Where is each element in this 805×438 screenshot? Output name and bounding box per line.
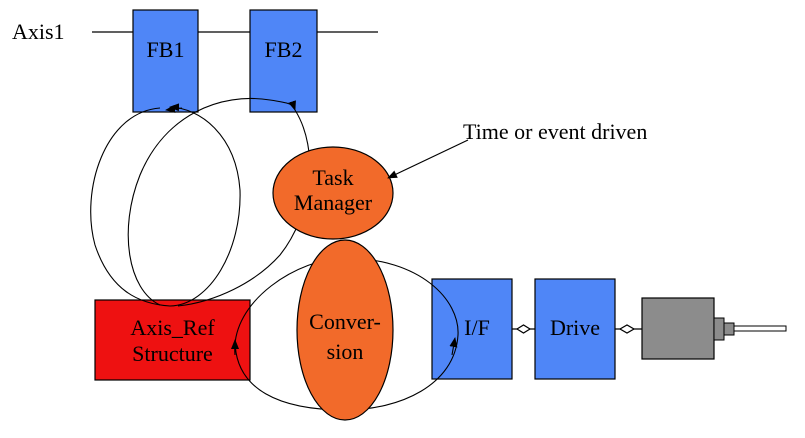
fb2-label: FB2 bbox=[264, 37, 303, 62]
axis-ref-block bbox=[94, 299, 251, 381]
conversion-loop bbox=[231, 257, 459, 411]
conversion-loop-arrow-if bbox=[449, 337, 458, 356]
axis-ref-label-line1: Axis_Ref bbox=[130, 315, 215, 340]
task-manager-label-line1: Task bbox=[312, 165, 354, 190]
annotation-label: Time or event driven bbox=[463, 119, 648, 144]
fb1-label: FB1 bbox=[146, 37, 185, 62]
axis-ref-label-line2: Structure bbox=[132, 341, 213, 366]
motor-icon bbox=[641, 297, 787, 360]
fb2-axisref-loop bbox=[127, 97, 296, 306]
if-drive-connector bbox=[512, 324, 535, 334]
fb2-block bbox=[249, 9, 318, 113]
task-manager-ellipse bbox=[272, 146, 394, 240]
conversion-label-line1: Conver- bbox=[309, 309, 381, 334]
drive-label: Drive bbox=[549, 315, 601, 340]
fb2-return-line bbox=[177, 109, 311, 307]
axis-label: Axis1 bbox=[12, 19, 65, 44]
interface-label: I/F bbox=[464, 315, 490, 340]
axisref-fb1-return bbox=[165, 104, 183, 113]
drive-motor-connector bbox=[615, 324, 642, 334]
fb1-axisref-loop bbox=[90, 103, 241, 307]
interface-block bbox=[431, 278, 513, 380]
conversion-label-line2: sion bbox=[326, 339, 364, 364]
task-manager-label-line2: Manager bbox=[293, 190, 373, 215]
annotation-arrow bbox=[387, 139, 469, 179]
conversion-ellipse bbox=[296, 239, 394, 421]
